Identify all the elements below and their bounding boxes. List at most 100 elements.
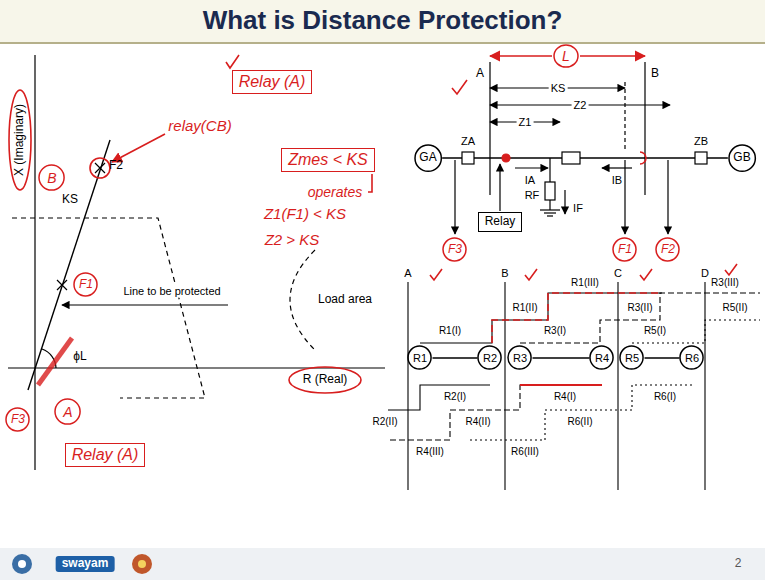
- single-line-diagram: [644, 62, 645, 195]
- reach-label: KS: [549, 82, 568, 95]
- node-text: R2: [483, 352, 497, 365]
- zone-diagram: [388, 385, 602, 440]
- zone-diagram: [504, 282, 505, 490]
- node-text: F1: [618, 243, 632, 257]
- node-outline: [729, 145, 755, 171]
- node-outline: [508, 346, 531, 369]
- fault-marker: F2: [655, 237, 680, 262]
- fault-marker: F3: [5, 407, 30, 432]
- red-annotations: [368, 174, 372, 192]
- zone-label: R4(III): [414, 446, 446, 458]
- zone-label: R1(III): [569, 277, 601, 289]
- reach-label: Z1: [517, 116, 534, 129]
- zone-label: R3(I): [542, 325, 568, 337]
- node-text: F1: [79, 278, 93, 292]
- generator-symbol: GB: [728, 144, 756, 172]
- relay-circle: R5: [619, 345, 644, 370]
- condition-box: Zmes < KS: [281, 148, 375, 172]
- point-marker: B: [38, 164, 65, 191]
- zone-label: R1(II): [511, 302, 540, 314]
- bus-label: A: [402, 267, 413, 280]
- axis-label: X (Imaginary): [13, 102, 27, 178]
- title-band: [0, 42, 765, 44]
- handwritten-note: Z2 > KS: [263, 231, 322, 248]
- impedance-label: ZA: [459, 135, 477, 148]
- node-text: R5: [625, 352, 639, 365]
- relay-callout-box: Relay (A): [232, 70, 313, 94]
- red-annotations: [9, 90, 31, 190]
- red-annotations: [90, 158, 110, 178]
- axis-label: R (Real): [301, 373, 350, 387]
- zone-label: R6(II): [566, 416, 595, 428]
- red-annotations: [289, 367, 361, 393]
- rx-diagram: [12, 218, 205, 398]
- zone-label: R5(II): [721, 302, 750, 314]
- footer-band: [0, 548, 765, 580]
- footer-band: [18, 560, 26, 568]
- handwritten-note: operates: [306, 184, 364, 200]
- single-line-diagram: [624, 160, 625, 234]
- red-annotations: [490, 55, 552, 57]
- single-line-diagram: [667, 160, 668, 234]
- logo-text: swayam: [56, 556, 115, 572]
- single-line-diagram: [489, 62, 490, 195]
- node-outline: [680, 346, 703, 369]
- node-text: Relay (A): [239, 73, 306, 91]
- zone-label: R4(II): [464, 416, 493, 428]
- zone-label: R1(I): [437, 325, 463, 337]
- bus-label: B: [499, 267, 510, 280]
- fault-marker: F3: [442, 237, 467, 262]
- relay-box: Relay: [478, 212, 523, 232]
- red-annotations: [580, 55, 645, 57]
- single-line-diagram: [462, 152, 474, 164]
- zone-diagram: [420, 293, 662, 343]
- zone-label: R3(III): [709, 277, 741, 289]
- line-connector: [433, 357, 478, 358]
- relay-circle: R1: [407, 345, 432, 370]
- rx-diagram: [95, 163, 105, 173]
- zone-label: R6(III): [509, 446, 541, 458]
- line-connector: [645, 357, 680, 358]
- single-line-diagram: [695, 152, 707, 164]
- single-line-diagram: [454, 160, 455, 234]
- zone-label: R3(II): [626, 302, 655, 314]
- current-label: IA: [523, 174, 537, 187]
- zone-label: R2(II): [371, 416, 400, 428]
- node-text: R1: [413, 352, 427, 365]
- single-line-diagram: [455, 62, 707, 234]
- node-outline: [656, 238, 679, 261]
- setting-label: KS: [60, 193, 80, 207]
- point-marker: A: [54, 398, 81, 425]
- node-text: GB: [733, 151, 750, 165]
- zone-label: R4(I): [552, 391, 578, 403]
- zone-label: R6(I): [652, 391, 678, 403]
- zone-diagram: [407, 282, 408, 490]
- title-band: [0, 0, 765, 43]
- node-text: GA: [419, 151, 436, 165]
- reach-label: Z2: [572, 99, 589, 112]
- red-annotations: [430, 269, 442, 280]
- single-line-diagram: [547, 215, 553, 216]
- red-annotations: [38, 338, 72, 385]
- footer-band: [132, 554, 152, 574]
- node-outline: [39, 165, 64, 190]
- zone-label: R5(I): [642, 325, 668, 337]
- rx-diagram: [290, 250, 315, 350]
- node-outline: [443, 238, 466, 261]
- single-line-diagram: [602, 167, 632, 168]
- single-line-diagram: [544, 212, 556, 213]
- fault-marker: F1: [612, 237, 637, 262]
- relay-circle: R3: [507, 345, 532, 370]
- node-text: F2: [661, 243, 675, 257]
- title-band: [0, 0, 765, 42]
- fault-marker: F1: [73, 272, 98, 297]
- bus-label: C: [612, 267, 624, 280]
- line-connector: [442, 157, 728, 158]
- relay-circle: R6: [679, 345, 704, 370]
- zone-diagram: [388, 282, 760, 490]
- rx-diagram: [34, 55, 35, 470]
- red-annotations: [640, 269, 652, 280]
